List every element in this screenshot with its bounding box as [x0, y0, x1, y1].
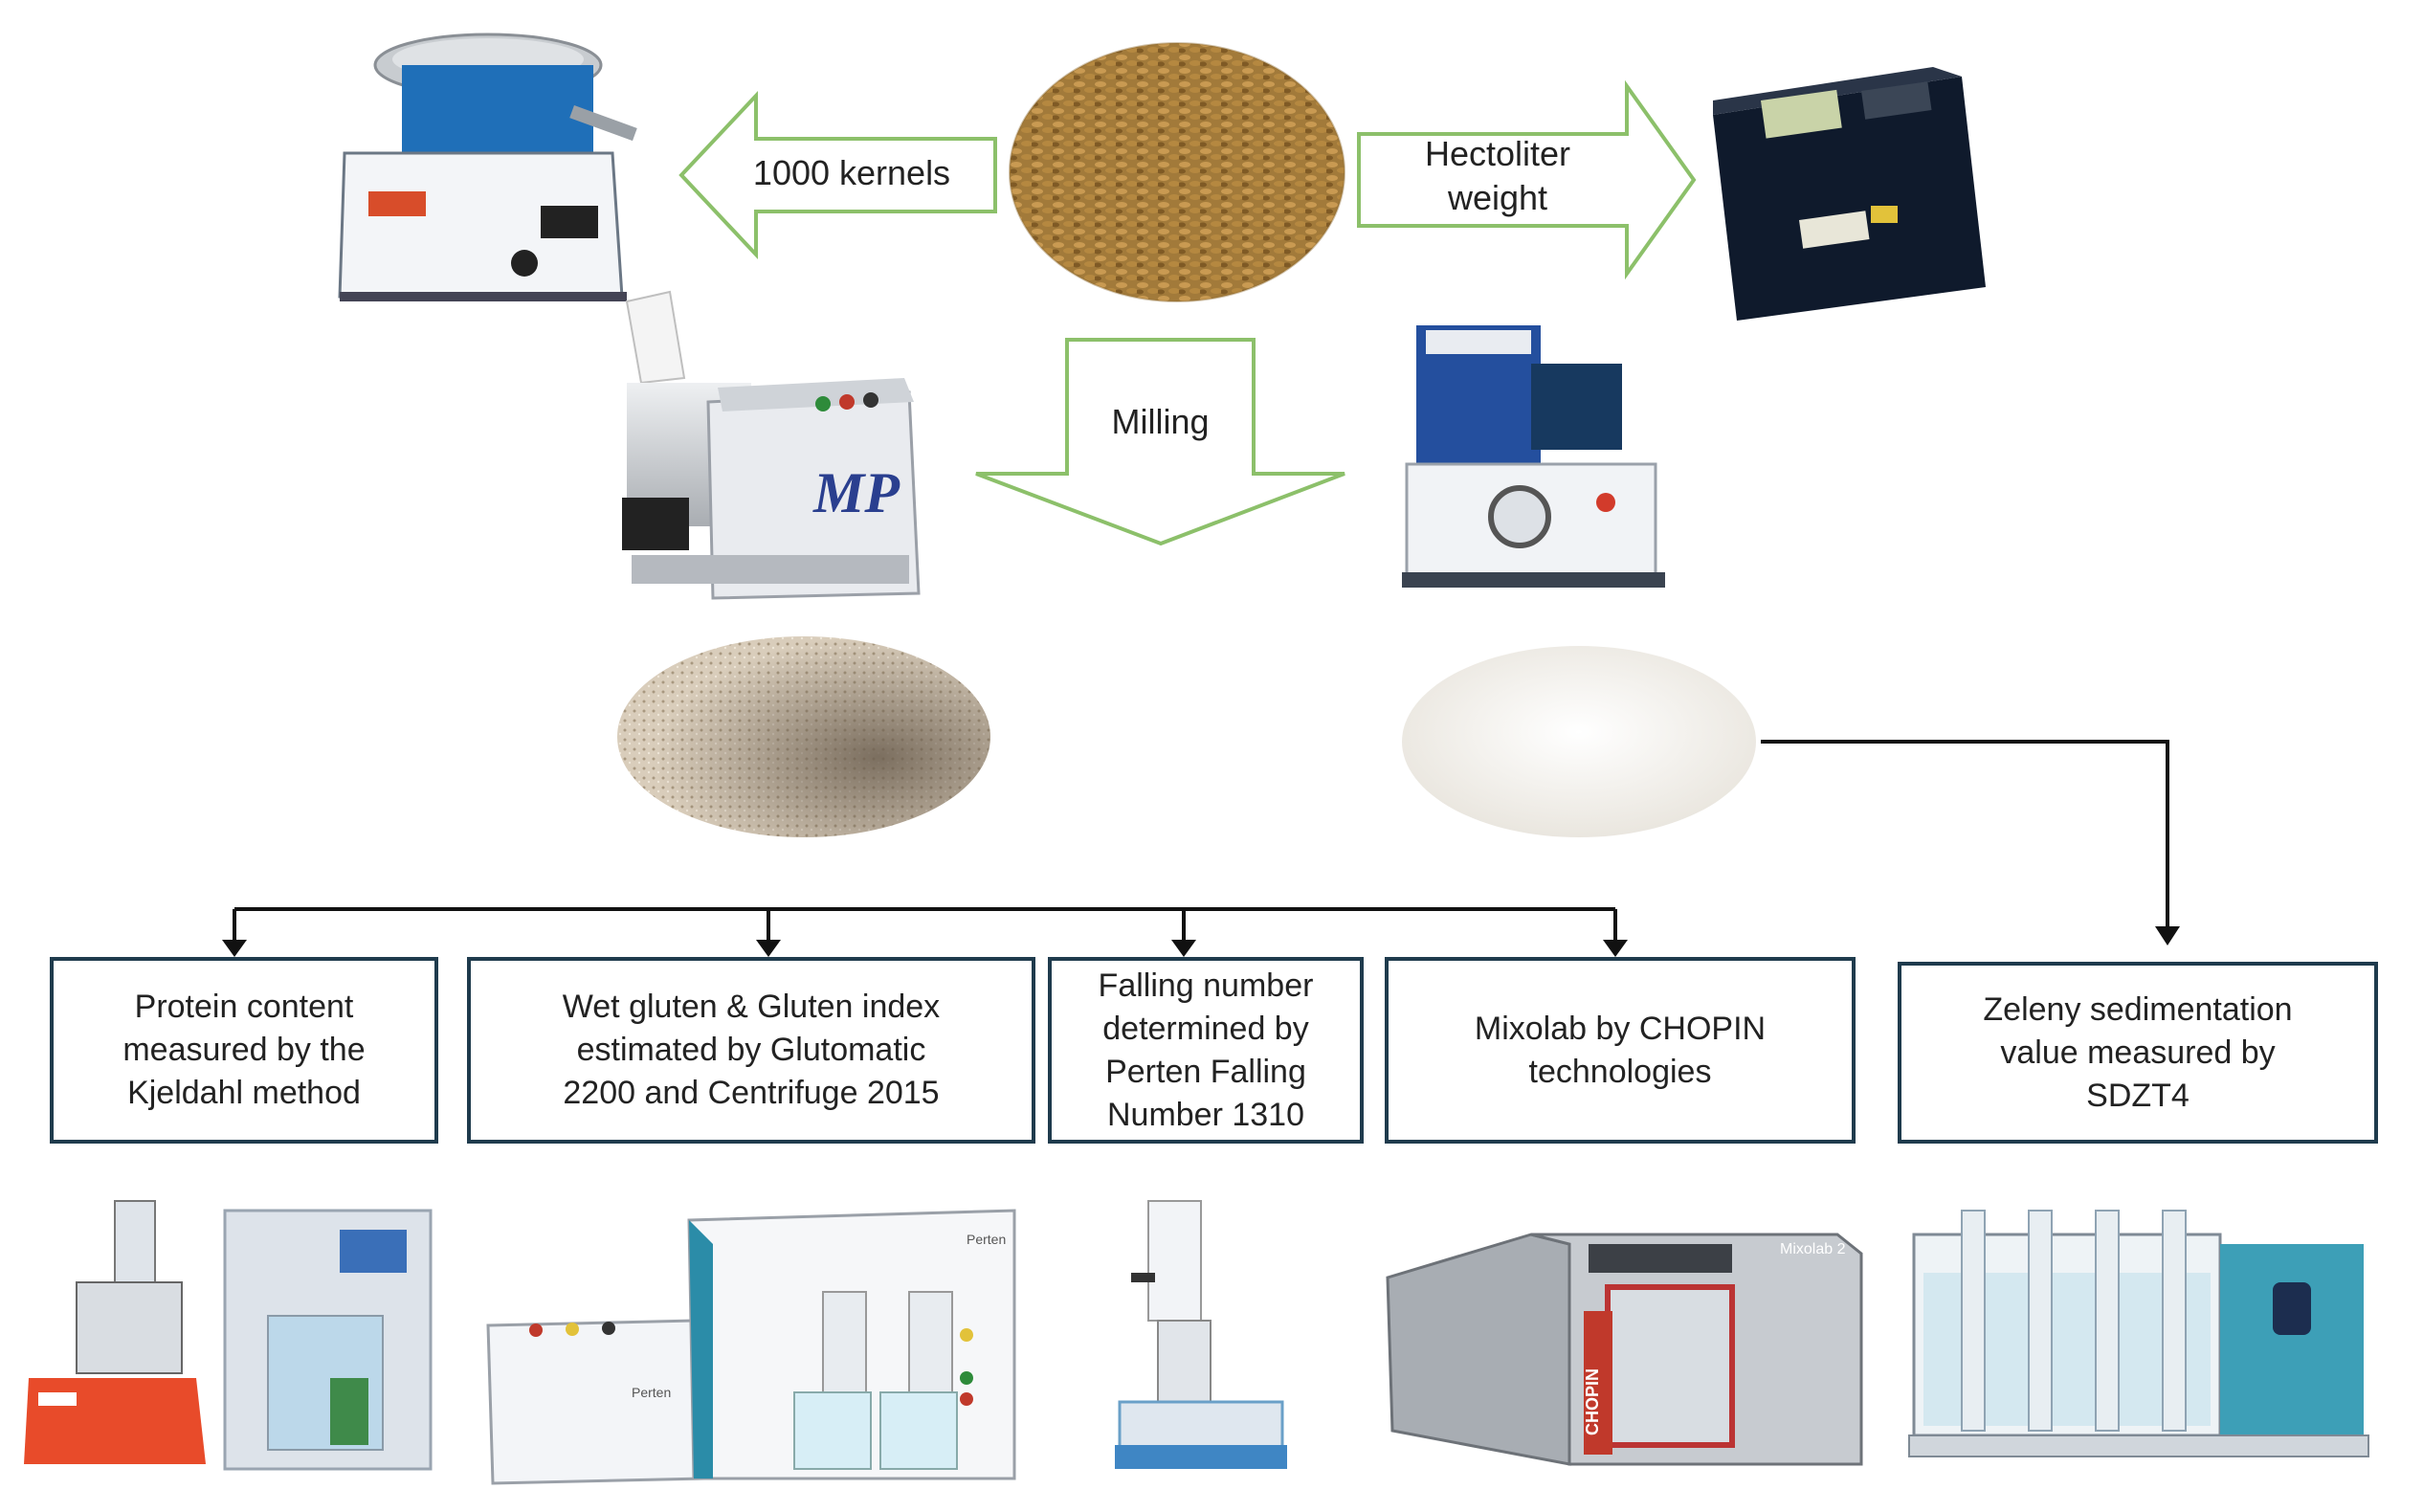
kernel-counter-device-image — [338, 33, 637, 301]
box-zeleny-sedimentation: Zeleny sedimentation value measured by S… — [1898, 962, 2378, 1144]
box-falling-number: Falling number determined by Perten Fall… — [1048, 957, 1364, 1144]
arrow-right-hectoliter — [1357, 79, 1697, 280]
zeleny-sedimentation-instrument-image — [1908, 1210, 2369, 1457]
bracket-connector — [233, 907, 1617, 943]
flour-to-zeleny-connector — [1761, 740, 2180, 945]
mixolab-instrument-image: CHOPIN Mixolab 2 — [1386, 1233, 1863, 1466]
roller-mill-device-image — [1402, 325, 1665, 588]
box-mixolab-text: Mixolab by CHOPIN technologies — [1474, 1010, 1767, 1090]
box-mixolab: Mixolab by CHOPIN technologies — [1385, 957, 1856, 1144]
laboratory-mill-device-image: MP — [622, 290, 921, 600]
glutomatic-brand-label: Perten — [967, 1232, 1006, 1247]
hectoliter-weight-device-image — [1713, 67, 1986, 321]
white-flour-pile-image — [1402, 646, 1756, 837]
box-protein-content: Protein content measured by the Kjeldahl… — [50, 957, 438, 1144]
label-milling: Milling — [1111, 402, 1210, 441]
box-protein-content-text: Protein content measured by the Kjeldahl… — [122, 989, 366, 1111]
arrow-left-1000-kernels — [678, 90, 997, 260]
falling-number-instrument-image — [1115, 1200, 1287, 1469]
box-wet-gluten: Wet gluten & Gluten index estimated by G… — [467, 957, 1035, 1144]
wheat-grain-pile-image — [1009, 42, 1345, 302]
box-wet-gluten-text: Wet gluten & Gluten index estimated by G… — [562, 989, 941, 1111]
mixolab-model-label: Mixolab 2 — [1780, 1241, 1846, 1257]
label-1000-kernels: 1000 kernels — [752, 153, 951, 192]
kjeldahl-equipment-image — [24, 1200, 433, 1471]
mixolab-brand-label: CHOPIN — [1583, 1368, 1602, 1435]
centrifuge-brand-label: Perten — [632, 1385, 671, 1400]
box-zeleny-sedimentation-text: Zeleny sedimentation value measured by S… — [1983, 990, 2293, 1114]
mill-brand-logo: MP — [812, 461, 900, 524]
arrow-down-milling — [975, 338, 1345, 546]
wholemeal-flour-pile-image — [617, 636, 990, 837]
label-hectoliter-weight: Hectoliter weight — [1424, 134, 1571, 217]
glutomatic-centrifuge-image: Perten Perten — [486, 1209, 1016, 1485]
box-falling-number-text: Falling number determined by Perten Fall… — [1098, 967, 1314, 1133]
bracket-arrowheads — [222, 940, 1628, 957]
